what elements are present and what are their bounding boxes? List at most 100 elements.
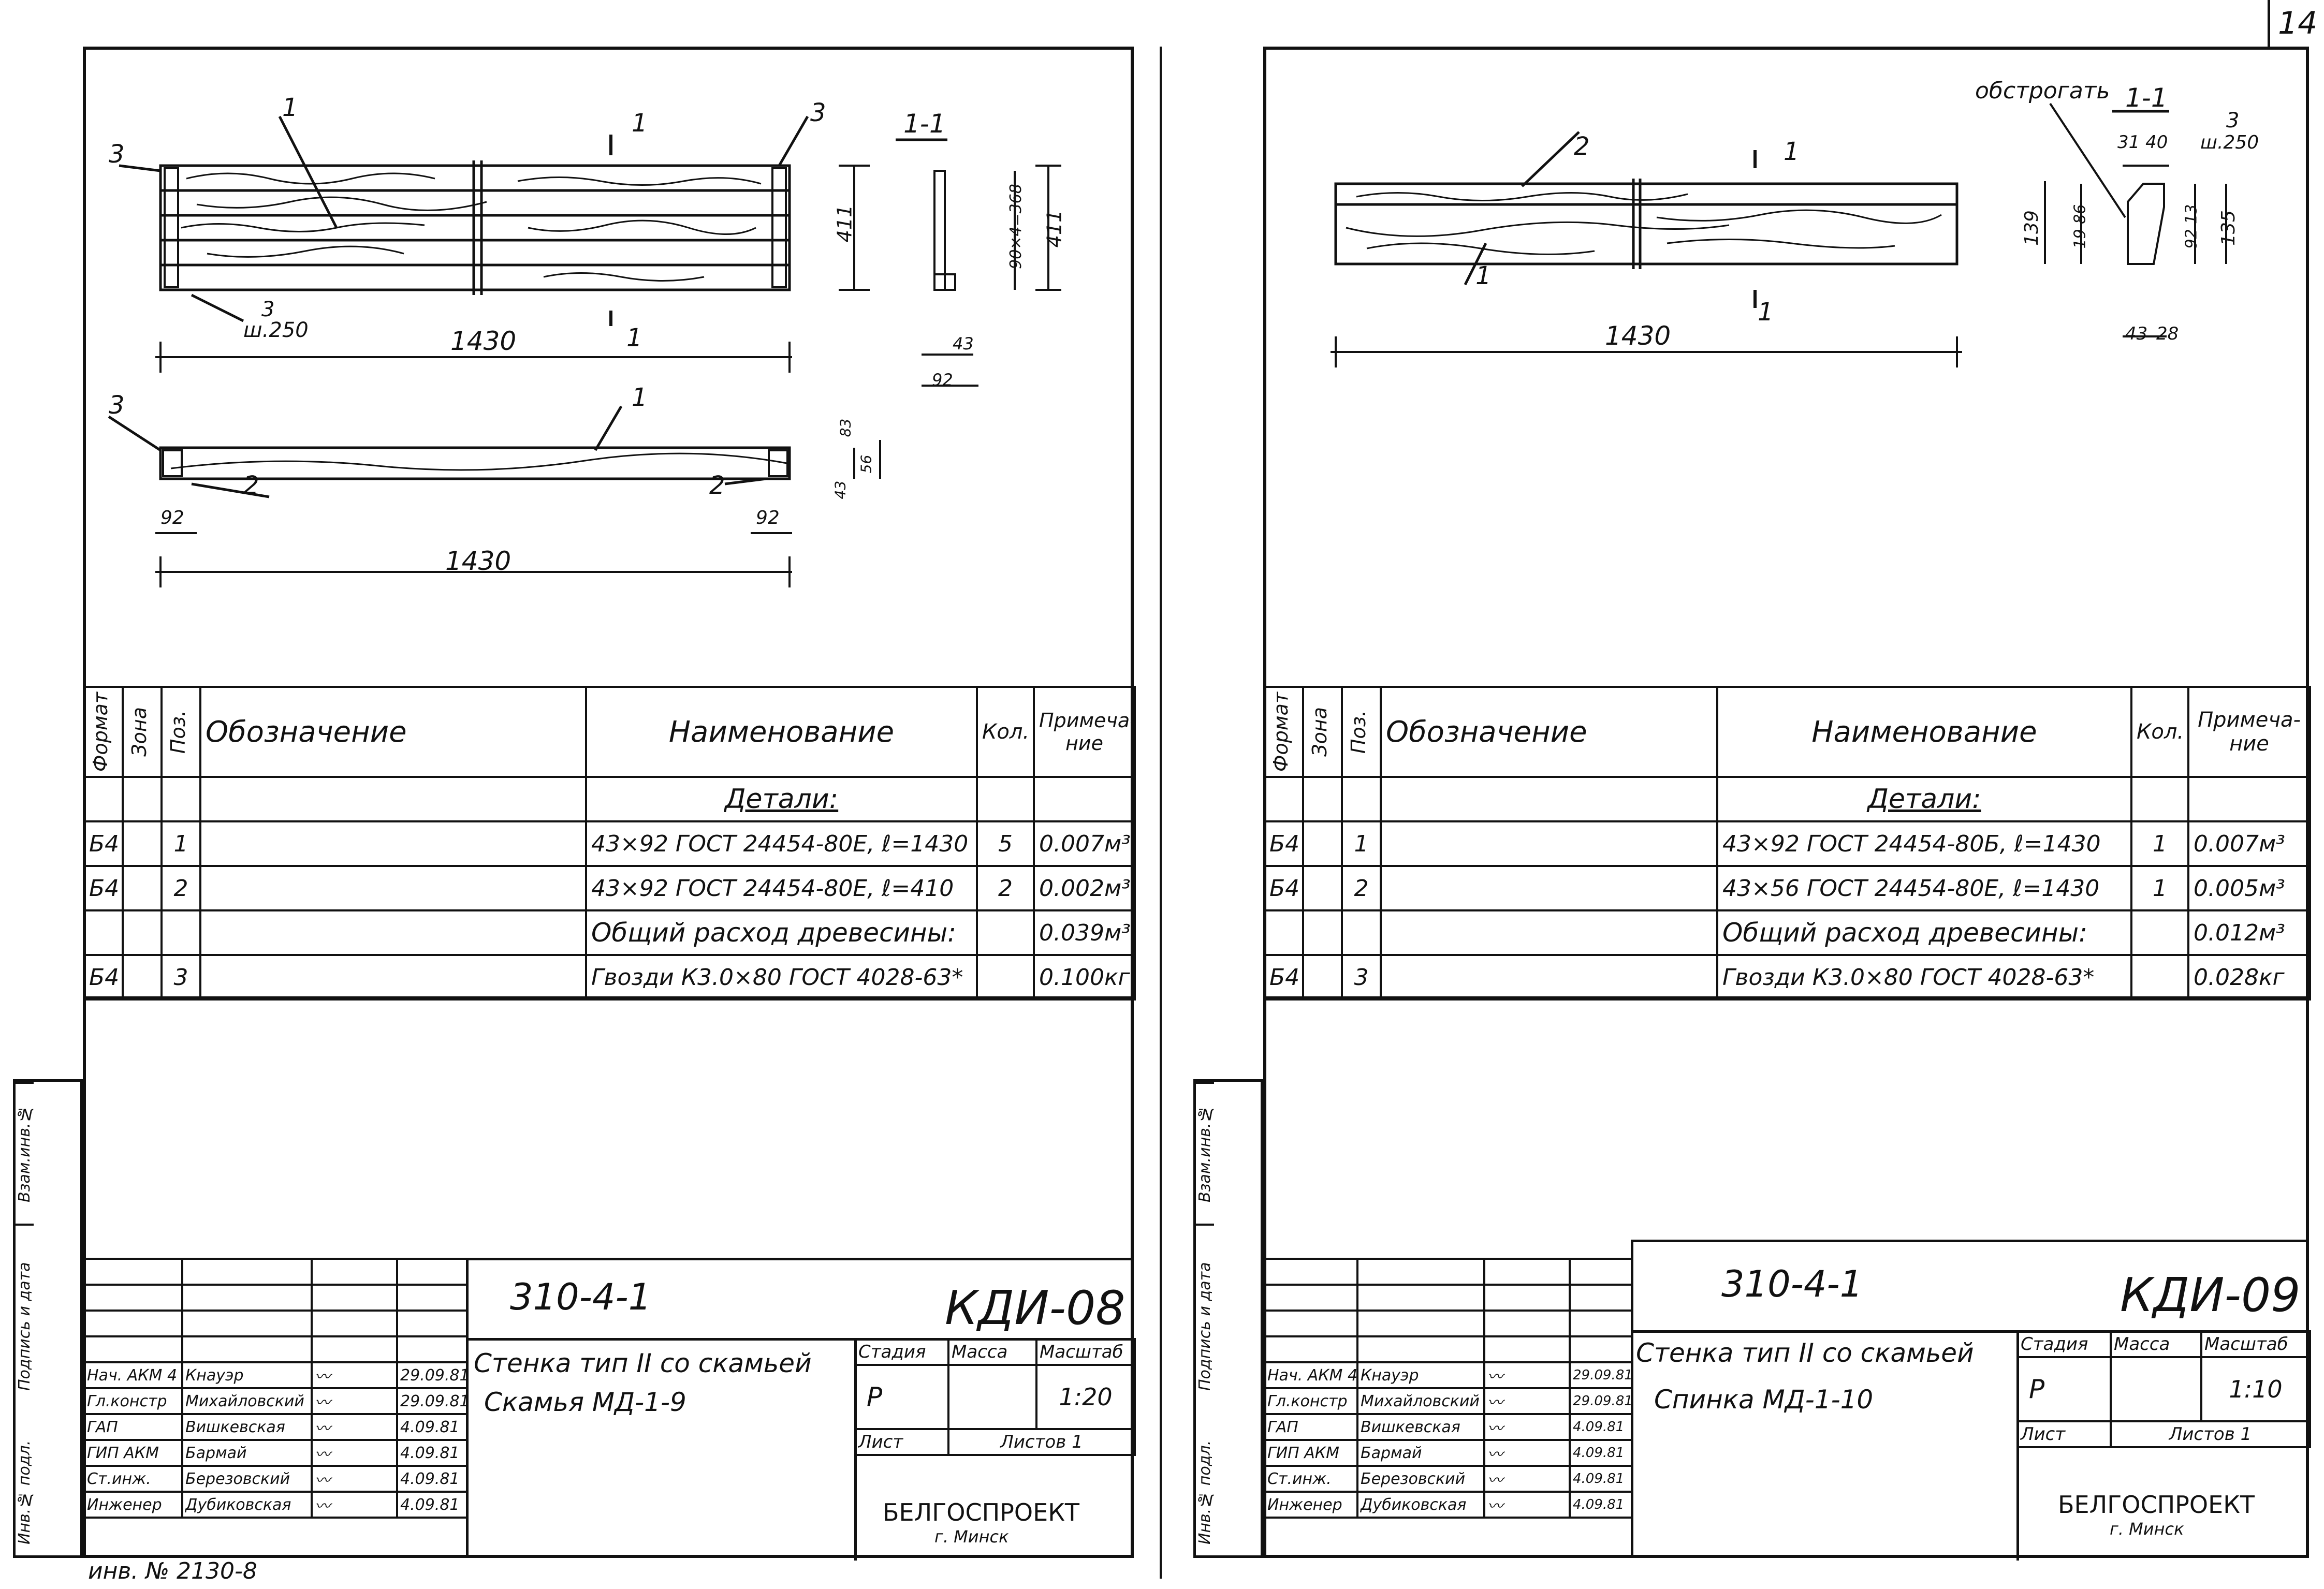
right-col-name: Наименование <box>1716 686 2132 778</box>
sig-role: Ст.инж. <box>83 1465 183 1493</box>
right-row-qty <box>2130 954 2189 1001</box>
left-row-qty <box>976 909 1035 956</box>
sig-signature: 〰 <box>311 1465 398 1493</box>
right-section-label: 1-1 <box>2125 83 2168 113</box>
left-plan-pos-3: 3 <box>109 391 125 420</box>
left-row-format: Б4 <box>83 820 124 867</box>
right-dim-135: 135 <box>2217 210 2239 246</box>
right-stage-values: Р 1:10 <box>2016 1356 2311 1422</box>
right-dim-length: 1430 <box>1605 321 1671 351</box>
right-title-block: 310-4-1 КДИ-09 Стенка тип II со скамьей … <box>1631 1240 2311 1561</box>
left-pos-3-label-b: 3 <box>810 98 826 127</box>
left-sheet-label: Лист <box>854 1428 949 1456</box>
sig-name: Дубиковская <box>181 1491 313 1519</box>
sig-name: Дубиковская <box>1356 1491 1485 1519</box>
left-spec-section-row: Детали: <box>83 776 1136 822</box>
left-footer-note: инв. № 2130-8 <box>88 1558 257 1584</box>
right-row-pos: 3 <box>1341 954 1382 1001</box>
right-dim-28: 28 <box>2156 323 2179 344</box>
right-sig-blank-row <box>1263 1284 1633 1312</box>
right-row-qty <box>2130 909 2189 956</box>
left-row-note: 0.007м³ <box>1033 820 1136 867</box>
right-row-name: Гвозди К3.0×80 ГОСТ 4028-63* <box>1716 954 2132 1001</box>
left-sig-blank-row <box>83 1310 468 1337</box>
right-cut-mark-bottom: 1 <box>1758 298 1774 327</box>
right-sheets-label: Листов 1 <box>2110 1420 2311 1448</box>
right-stage-label: Стадия <box>2016 1330 2112 1358</box>
left-stage-header: Стадия Масса Масштаб <box>854 1338 1136 1366</box>
left-sig-row: Ст.инж.Березовский〰4.09.81 <box>83 1465 468 1493</box>
left-stage-value: Р <box>854 1364 949 1430</box>
right-row-note: 0.005м³ <box>2187 865 2311 911</box>
left-side-replace-inv: Взам.инв.№ <box>16 1082 34 1224</box>
sig-role: Ст.инж. <box>1263 1465 1358 1493</box>
right-side-replace-inv: Взам.инв.№ <box>1196 1082 1214 1224</box>
sig-signature: 〰 <box>1483 1465 1571 1493</box>
right-col-format-label: Формат <box>1269 691 1292 772</box>
left-project-code: 310-4-1 <box>510 1276 652 1318</box>
left-row-name: Общий расход древесины: <box>585 909 978 956</box>
right-side-sign-date: Подпись и дата <box>1196 1224 1214 1428</box>
right-sig-blank-row <box>1263 1258 1633 1286</box>
left-sheet-row: Лист Листов 1 <box>854 1428 1136 1456</box>
left-col-qty: Кол. <box>976 686 1035 778</box>
left-spec-row: Б4 3 Гвозди К3.0×80 ГОСТ 4028-63* 0.100к… <box>83 954 1136 1001</box>
left-title-line2: Скамья МД-1-9 <box>484 1387 686 1417</box>
sig-date: 4.09.81 <box>1569 1491 1633 1519</box>
left-pos-3-label-c: 3 <box>261 298 275 321</box>
sig-name: Вишкевская <box>181 1413 313 1441</box>
sig-date: 29.09.81 <box>396 1387 468 1415</box>
sig-role: Гл.констр <box>1263 1387 1358 1415</box>
left-cut-mark-top: 1 <box>632 109 648 138</box>
right-sheet-row: Лист Листов 1 <box>2016 1420 2311 1448</box>
sig-role: ГАП <box>83 1413 183 1441</box>
right-spec-section-row: Детали: <box>1263 776 2311 822</box>
left-stage-values: Р 1:20 <box>854 1364 1136 1430</box>
right-spec-table: Формат Зона Поз. Обозначение Наименовани… <box>1263 686 2311 1001</box>
right-row-pos <box>1341 909 1382 956</box>
left-scale-value: 1:20 <box>1035 1364 1136 1430</box>
left-row-note: 0.039м³ <box>1033 909 1136 956</box>
left-dim-43: 43 <box>953 334 974 354</box>
right-dim-19-86: 19 86 <box>2071 204 2089 249</box>
left-mass-label: Масса <box>947 1338 1037 1366</box>
right-row-name: 43×92 ГОСТ 24454-80Б, ℓ=1430 <box>1716 820 2132 867</box>
left-sig-blank-row <box>83 1258 468 1286</box>
left-col-name: Наименование <box>585 686 978 778</box>
right-scale-label: Масштаб <box>2200 1330 2311 1358</box>
sig-date: 29.09.81 <box>1569 1387 1633 1415</box>
left-dim-length: 1430 <box>450 326 517 356</box>
left-plan-dim-92b: 92 <box>756 507 780 528</box>
right-sig-blank-row <box>1263 1335 1633 1363</box>
left-sheet-code: КДИ-08 <box>945 1281 1126 1335</box>
right-title-line2: Спинка МД-1-10 <box>1654 1385 1874 1415</box>
left-col-format: Формат <box>83 686 124 778</box>
right-spec-bottom-line <box>1263 996 2309 999</box>
right-spec-header-row: Формат Зона Поз. Обозначение Наименовани… <box>1263 686 2311 778</box>
left-plan-pos-1: 1 <box>632 383 648 412</box>
sig-role: ГИП АКМ <box>83 1439 183 1467</box>
left-sig-blank-row <box>83 1335 468 1363</box>
left-row-qty: 5 <box>976 820 1035 867</box>
sig-role: ГИП АКМ <box>1263 1439 1358 1467</box>
sig-signature: 〰 <box>311 1491 398 1519</box>
right-row-name: 43×56 ГОСТ 24454-80Е, ℓ=1430 <box>1716 865 2132 911</box>
right-col-designation: Обозначение <box>1380 686 1718 778</box>
sig-date: 29.09.81 <box>1569 1361 1633 1389</box>
sig-signature: 〰 <box>311 1387 398 1415</box>
right-row-format: Б4 <box>1263 820 1304 867</box>
right-scale-value: 1:10 <box>2200 1356 2311 1422</box>
right-stage-value: Р <box>2016 1356 2112 1422</box>
right-row-pos: 1 <box>1341 820 1382 867</box>
left-section-title: Детали: <box>585 776 978 822</box>
left-row-pos: 1 <box>160 820 201 867</box>
right-row-qty: 1 <box>2130 865 2189 911</box>
right-sig-blank-row <box>1263 1310 1633 1337</box>
left-plan-dim-length: 1430 <box>445 546 511 576</box>
sig-signature: 〰 <box>1483 1413 1571 1441</box>
sig-date: 4.09.81 <box>1569 1465 1633 1493</box>
sig-date: 4.09.81 <box>396 1465 468 1493</box>
